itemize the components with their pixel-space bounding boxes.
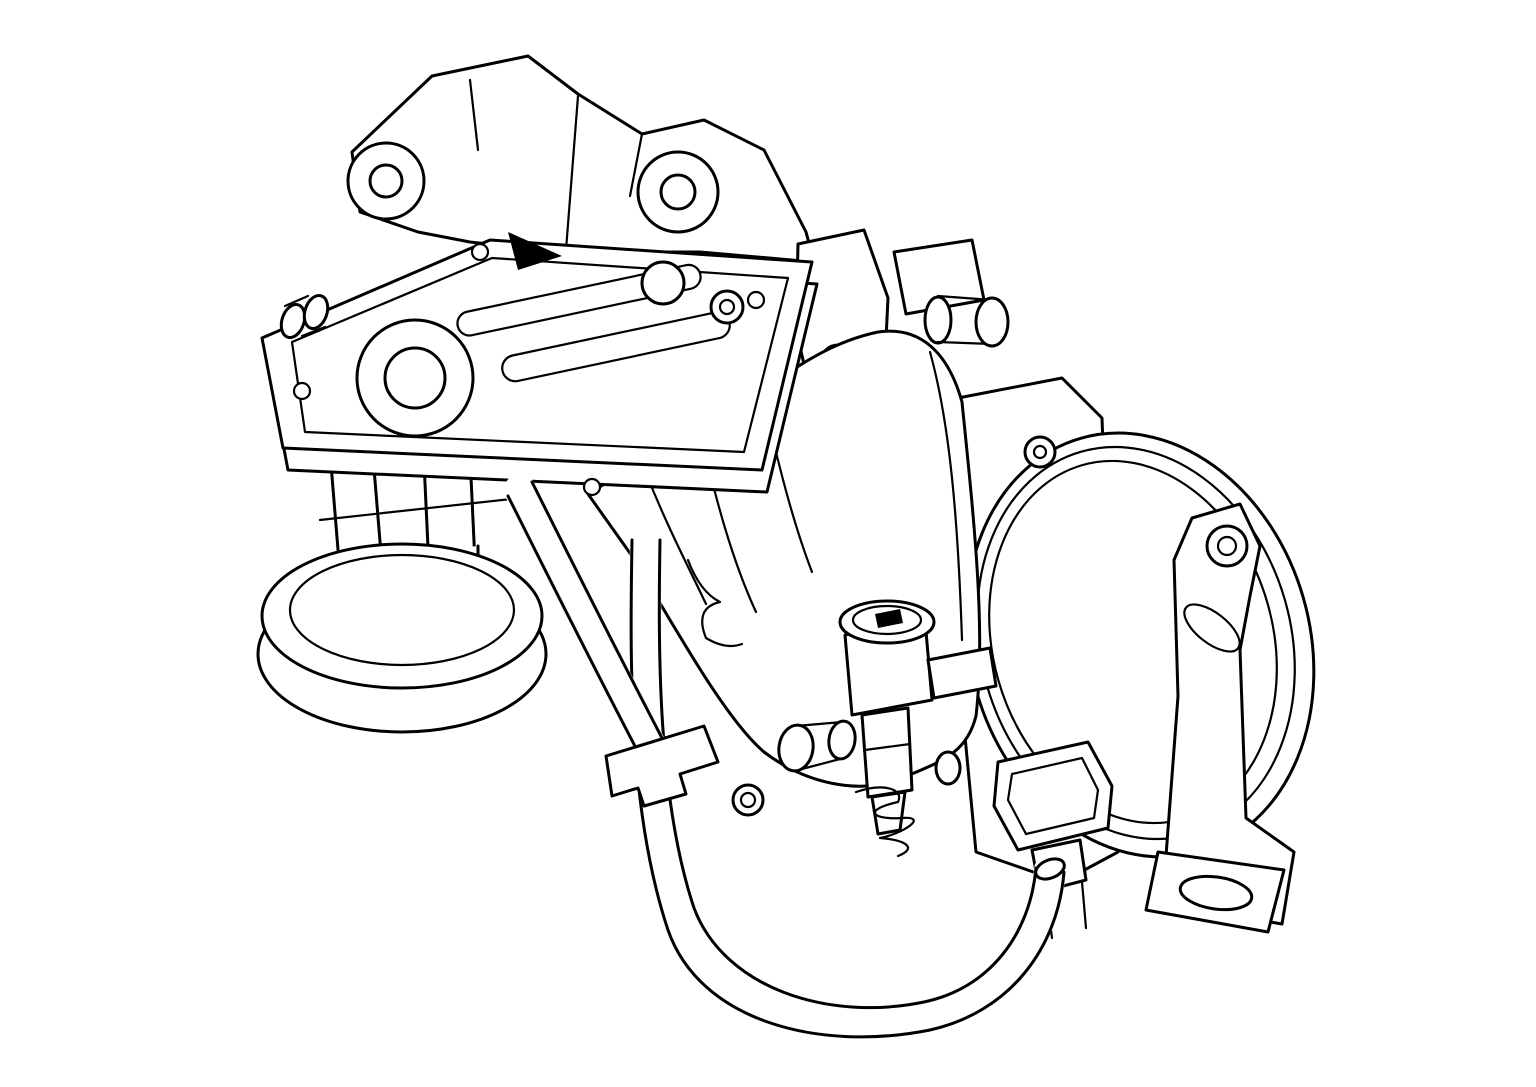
valve-diaphragm-assembly [256, 442, 548, 734]
tube-wall [506, 494, 640, 754]
plate-slot [456, 263, 702, 337]
diaphragm-cap-inner [288, 553, 516, 667]
actuator-knob-hole [1032, 444, 1048, 460]
bracket-fold-line [628, 132, 644, 198]
hose-end-fitting [1034, 857, 1066, 881]
top-plate [260, 232, 819, 497]
plate-ring-bore [383, 346, 447, 410]
plate-face-inset [290, 256, 790, 454]
pedestal-crossbar [318, 496, 522, 522]
tube-wall [530, 480, 664, 740]
strap-foot-hole [1178, 874, 1254, 912]
connector-lock-tab [926, 646, 998, 700]
plate-screw [582, 477, 602, 497]
actuator-knob [1023, 435, 1057, 469]
retaining-bolt-head [974, 296, 1010, 348]
side-fitting-flange [777, 723, 815, 773]
connector-stem-line [863, 742, 912, 752]
side-mounting-strap [1144, 502, 1296, 934]
strap-slot [1183, 603, 1241, 653]
plate-port-hole [709, 289, 745, 325]
hose-clip [604, 724, 720, 808]
connector2-rim [1006, 756, 1100, 836]
pivot-eyelet-right-hole [659, 173, 697, 211]
retaining-bolt-shank [923, 295, 953, 345]
plate-screw [470, 242, 490, 262]
strap-top-hole-inner [1216, 535, 1238, 557]
hose-inner-wall [657, 538, 1038, 1010]
plate-ring-boss [355, 318, 475, 438]
plate-arrow-marker [508, 232, 562, 270]
side-fitting-end [827, 719, 857, 761]
small-fittings [731, 719, 962, 858]
plate-port-hole-inner [718, 298, 736, 316]
housing-rib [928, 350, 964, 642]
electrical-connector-upper [838, 599, 998, 836]
housing-casting-detail [686, 558, 744, 648]
plate-port-hole [640, 260, 686, 306]
housing-rib [646, 476, 708, 606]
bracket-fold-line [468, 78, 480, 152]
connector-stem [860, 706, 914, 799]
inlet-tube [504, 474, 720, 808]
plate-screw [292, 381, 312, 401]
plate-stub-pipe-end [279, 302, 307, 340]
strap-body [1164, 502, 1296, 926]
plate-screw [746, 290, 766, 310]
diaphragm-cap-upper [260, 542, 544, 690]
connector2-body [992, 740, 1114, 852]
connector-socket-cavity [875, 609, 903, 628]
bolt-head [731, 783, 765, 817]
bracket-silhouette [350, 54, 816, 264]
strap-top-hole [1205, 524, 1249, 568]
small-boss [934, 750, 962, 786]
wire-squiggle [854, 786, 915, 858]
bracket-fold-line [564, 94, 580, 252]
plate-stub-pipe [283, 294, 327, 338]
plate-stub-pipe-end [302, 293, 330, 331]
pivot-eyelet-left-hole [368, 163, 404, 199]
actuator-cylinder [950, 376, 1316, 884]
bolt-head-center [739, 791, 757, 809]
tube-mask [504, 474, 666, 761]
